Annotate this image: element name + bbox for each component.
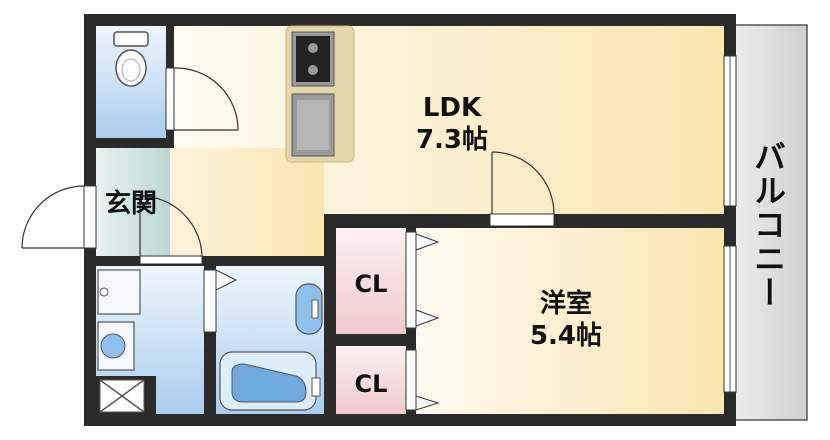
- sink-icon: [291, 93, 335, 157]
- balcony-area: [735, 25, 807, 420]
- washbasin-icon: [97, 321, 135, 371]
- closet-lower-label: CL: [355, 370, 388, 398]
- western-room-floor: [416, 228, 724, 414]
- entrance-name: 玄関: [105, 188, 157, 219]
- closet-upper: [336, 228, 406, 334]
- western-window-icon: [723, 245, 737, 393]
- shower-icon: [295, 283, 323, 335]
- bathtub-icon: [219, 351, 321, 411]
- western-room-name: 洋室: [540, 288, 592, 319]
- toilet-door-swing-icon: [165, 67, 239, 131]
- ldk-name: LDK: [423, 93, 482, 123]
- ldk-size: 7.3帖: [416, 125, 488, 155]
- entrance-floor: [96, 148, 170, 256]
- stove-icon: [291, 31, 335, 87]
- washroom-door-icon: [203, 269, 238, 333]
- bedroom-door-swing-icon: [489, 151, 555, 227]
- closet-lower-door-icon: [405, 349, 440, 411]
- ldk-window-icon: [723, 55, 737, 207]
- closet-lower: [336, 346, 406, 414]
- closet-upper-door-icon: [405, 231, 440, 329]
- entrance-inner-door-swing-icon: [139, 195, 203, 265]
- closet-upper-label: CL: [355, 270, 388, 298]
- washing-machine-icon: [97, 269, 141, 315]
- balcony-label: バルコニー: [749, 140, 787, 310]
- western-room-size: 5.4帖: [530, 321, 602, 351]
- toilet-icon: [113, 31, 149, 87]
- entrance-door-swing-icon: [21, 185, 97, 249]
- floor-drain-icon: [96, 376, 156, 414]
